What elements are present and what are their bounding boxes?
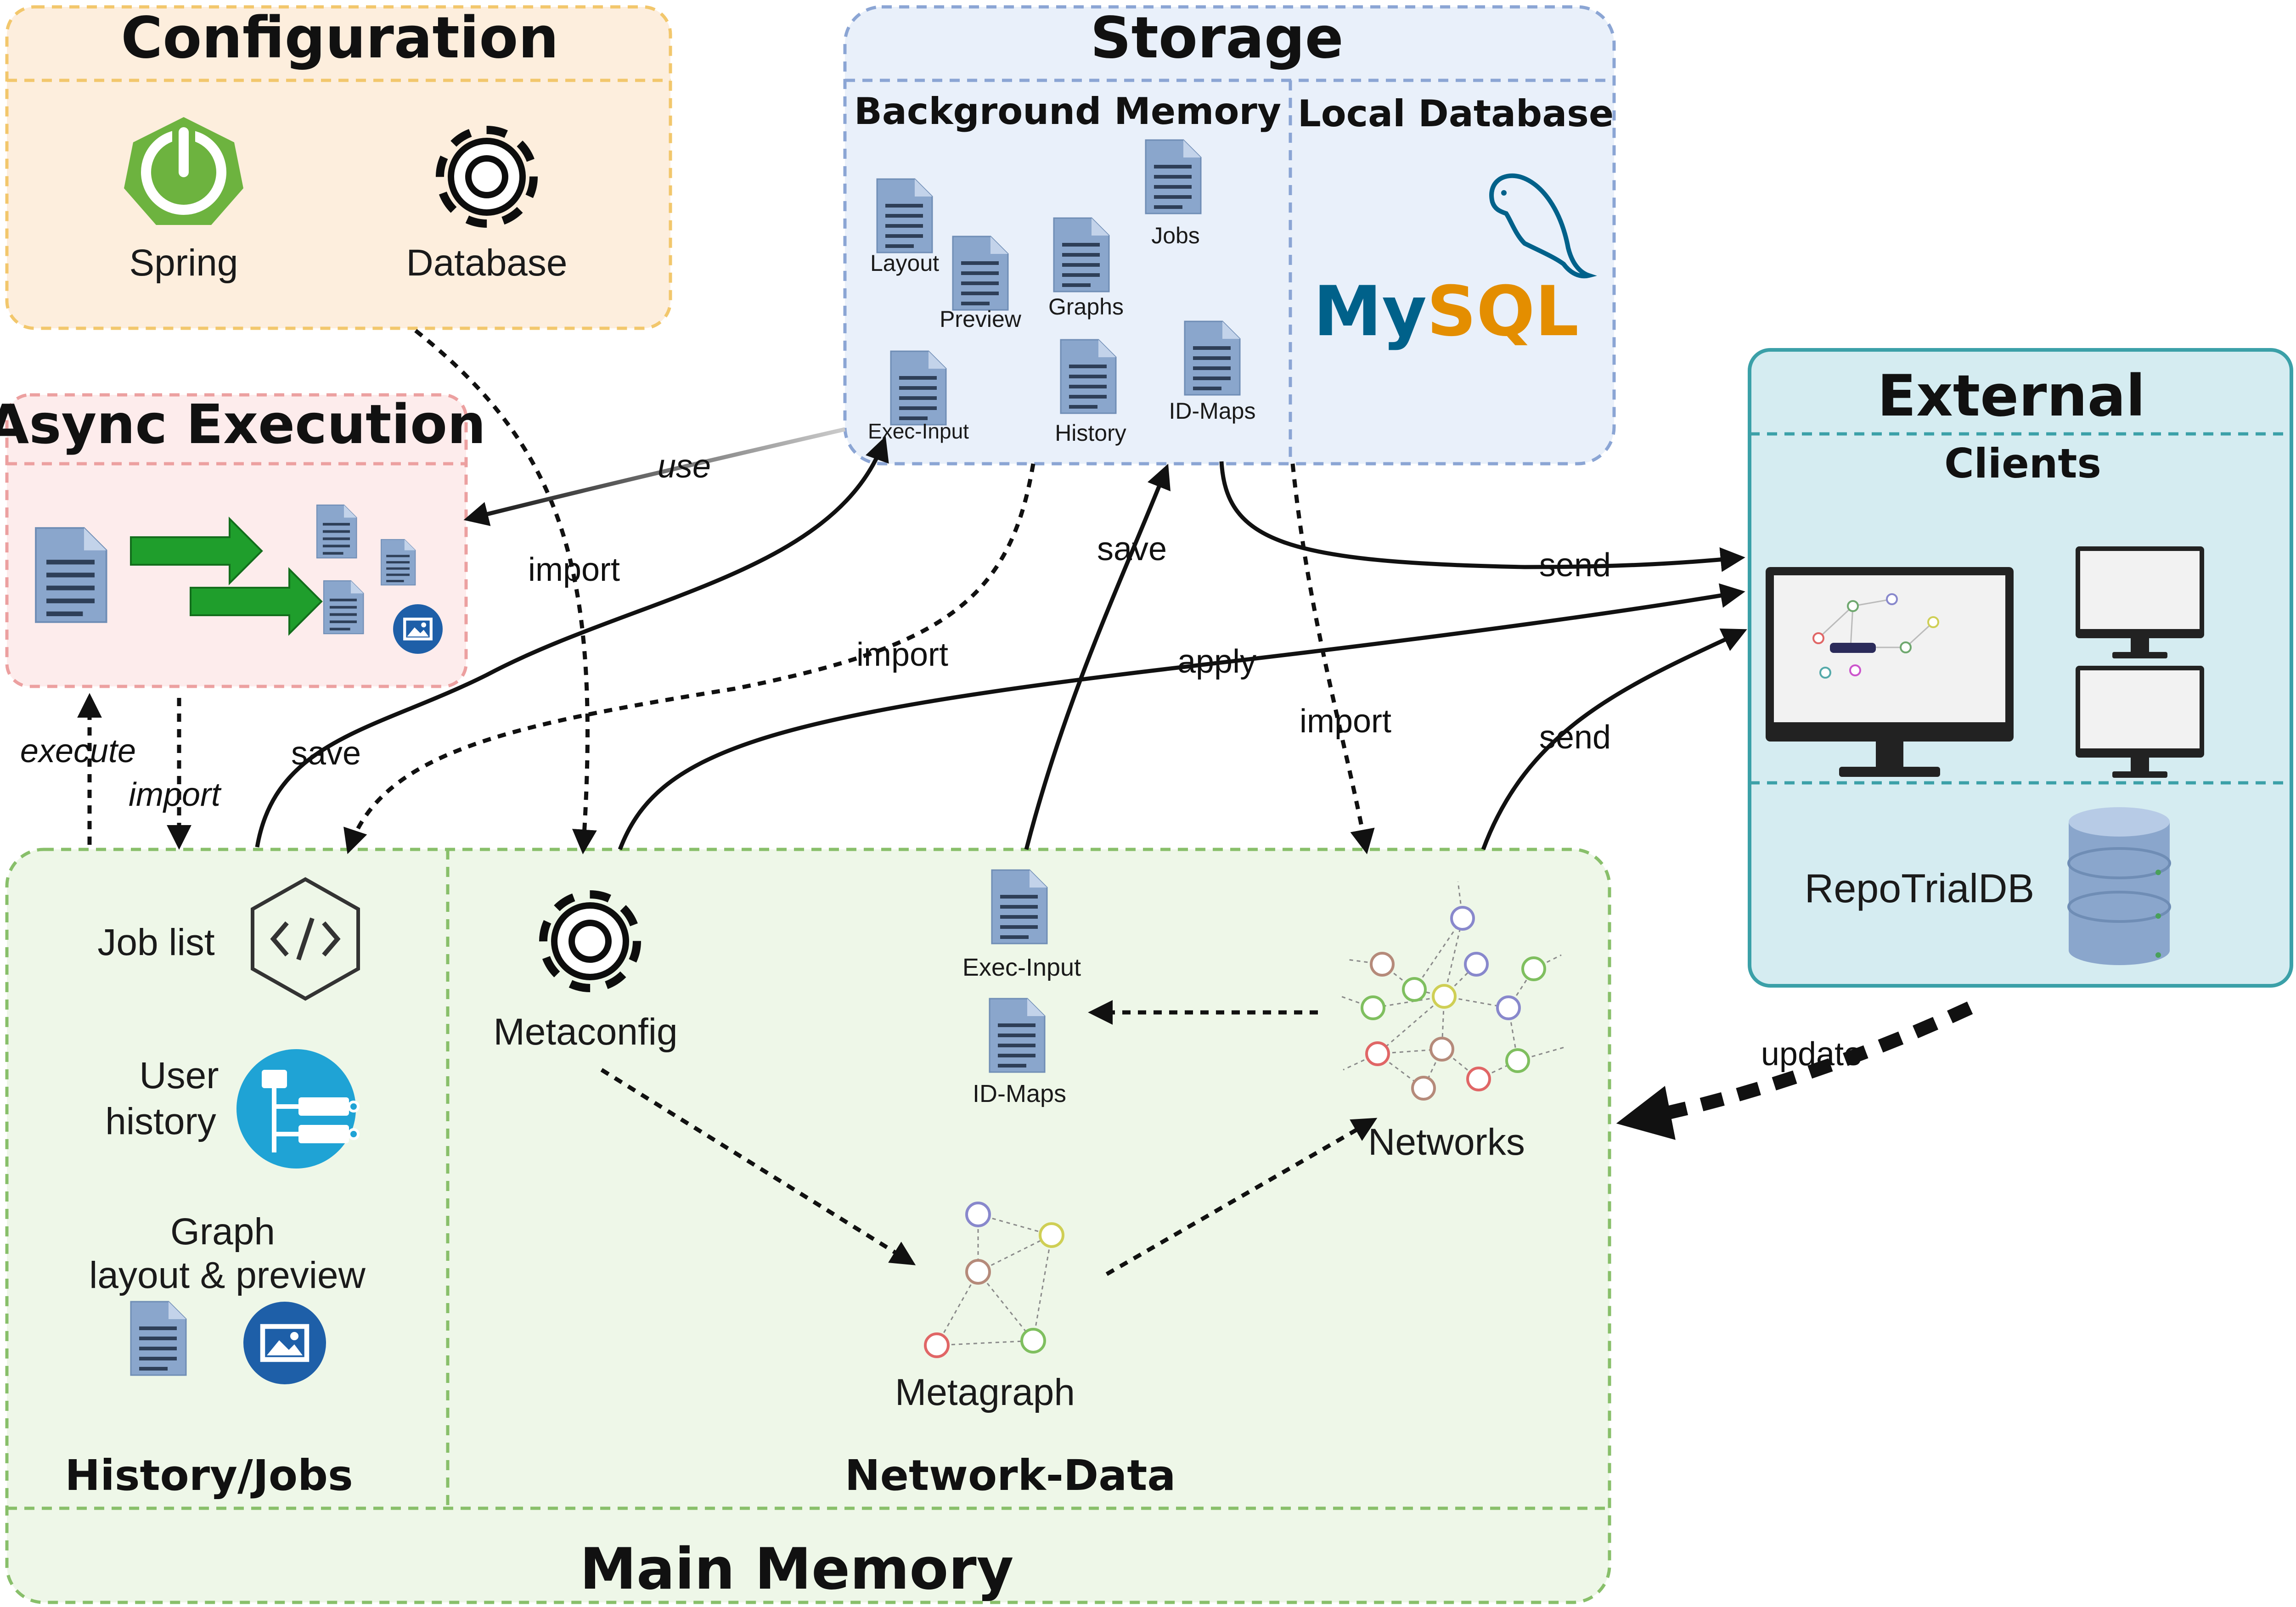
network-id-maps-label: ID-Maps	[973, 1080, 1066, 1107]
main-memory-box	[5, 848, 1611, 1604]
history-document-icon	[1061, 340, 1116, 413]
configuration-panel: Configuration Spring Database	[5, 5, 672, 330]
edge-metagraph-to-networks	[1105, 1118, 1378, 1276]
edge-storage-use	[463, 427, 846, 526]
edge-storage-import-history	[343, 463, 1035, 854]
history-file-label: History	[1055, 420, 1126, 446]
async-execution-title: Async Execution	[0, 393, 486, 456]
layout-file-label: Layout	[870, 250, 939, 276]
async-small-doc-1	[317, 505, 356, 558]
configuration-box	[5, 5, 672, 330]
metagraph-label: Metagraph	[895, 1371, 1075, 1413]
edge-config-import	[414, 329, 597, 854]
network-id-maps-document-icon	[990, 999, 1045, 1072]
local-database-title: Local Database	[1298, 92, 1614, 135]
edge-label-save-network: save	[1097, 531, 1167, 568]
edge-metaconfig-to-metagraph	[600, 1068, 916, 1265]
edge-label-use: use	[658, 448, 711, 485]
configuration-title: Configuration	[121, 5, 559, 71]
edge-label-send-networks: send	[1539, 719, 1611, 756]
graph-layout-label-line1: Graph	[170, 1211, 275, 1253]
layout-document-icon	[877, 179, 932, 253]
client-graph-preview	[1812, 593, 1939, 679]
networks-label: Networks	[1368, 1121, 1525, 1163]
edge-label-apply: apply	[1177, 643, 1256, 680]
main-memory-panel: Main Memory Job list User history Graph …	[5, 848, 1611, 1604]
edges: import use import execute save import ap…	[20, 329, 1973, 1276]
mysql-dolphin-icon	[1489, 173, 1597, 279]
metagraph-icon	[924, 1202, 1064, 1358]
green-arrow-icon-top	[130, 517, 263, 585]
exec-input-document-icon	[891, 351, 946, 425]
graph-layout-document-icon	[131, 1302, 186, 1375]
external-panel: External Clients RepoTrialDB	[1748, 348, 2293, 988]
network-graph-icon	[1340, 881, 1566, 1101]
exec-input-file-label: Exec-Input	[868, 419, 969, 443]
edge-update	[1616, 1001, 1973, 1140]
storage-panel: Storage Background Memory Local Database…	[843, 5, 1616, 466]
async-image-icon	[393, 604, 443, 654]
id-maps-file-label: ID-Maps	[1169, 398, 1256, 424]
edge-label-send-storage: send	[1539, 547, 1611, 584]
jobs-document-icon	[1146, 140, 1201, 214]
edge-label-execute: execute	[20, 733, 136, 770]
edge-history-save	[255, 436, 889, 848]
database-label: Database	[406, 242, 567, 284]
storage-title: Storage	[1090, 5, 1343, 71]
jobs-file-label: Jobs	[1151, 223, 1200, 248]
user-history-label-line1: User	[139, 1055, 219, 1096]
edge-label-import-networks: import	[1300, 703, 1391, 740]
async-execution-panel: Async Execution	[0, 393, 486, 688]
async-document-icon	[36, 528, 107, 622]
network-exec-input-document-icon	[992, 870, 1047, 944]
edge-label-save-history: save	[291, 735, 361, 772]
storage-box	[843, 5, 1616, 466]
edge-networks-send	[1481, 628, 1747, 850]
database-cylinder-icon	[2067, 807, 2171, 965]
job-list-label: Job list	[97, 921, 214, 963]
async-small-doc-3	[324, 581, 363, 634]
spring-icon	[124, 117, 243, 225]
code-hexagon-icon	[251, 877, 360, 1001]
user-history-label-line2: history	[105, 1101, 216, 1142]
edge-label-import-config: import	[528, 551, 620, 588]
history-jobs-title: History/Jobs	[65, 1451, 353, 1500]
edge-apply	[618, 583, 1745, 850]
edge-storage-send	[1219, 461, 1745, 572]
preview-document-icon	[953, 236, 1008, 310]
preview-file-label: Preview	[940, 306, 1022, 332]
network-data-title: Network-Data	[845, 1451, 1176, 1500]
network-exec-input-label: Exec-Input	[962, 954, 1081, 981]
repotrialdb-label: RepoTrialDB	[1805, 865, 2034, 911]
id-maps-document-icon	[1185, 321, 1240, 395]
edge-label-import-storage: import	[856, 636, 948, 673]
graph-layout-label-line2: layout & preview	[89, 1254, 366, 1296]
background-memory-title: Background Memory	[854, 90, 1281, 133]
edge-storage-import-networks	[1290, 463, 1375, 854]
external-title: External	[1877, 363, 2145, 429]
mysql-text: MySQL	[1313, 272, 1579, 352]
graph-preview-image-icon	[243, 1302, 326, 1384]
main-memory-title: Main Memory	[580, 1536, 1014, 1602]
clients-title: Clients	[1944, 440, 2101, 487]
spring-label: Spring	[129, 242, 238, 284]
edge-label-import-async: import	[129, 776, 222, 813]
graphs-document-icon	[1054, 218, 1109, 292]
metaconfig-label: Metaconfig	[493, 1011, 677, 1053]
edge-label-update: update	[1761, 1036, 1862, 1073]
user-history-tree-icon	[236, 1049, 360, 1169]
async-small-doc-2	[381, 539, 415, 585]
mysql-logo: MySQL	[1313, 272, 1579, 352]
graphs-file-label: Graphs	[1048, 294, 1124, 320]
green-arrow-icon-bottom	[190, 567, 323, 636]
edge-network-save	[1024, 463, 1171, 850]
